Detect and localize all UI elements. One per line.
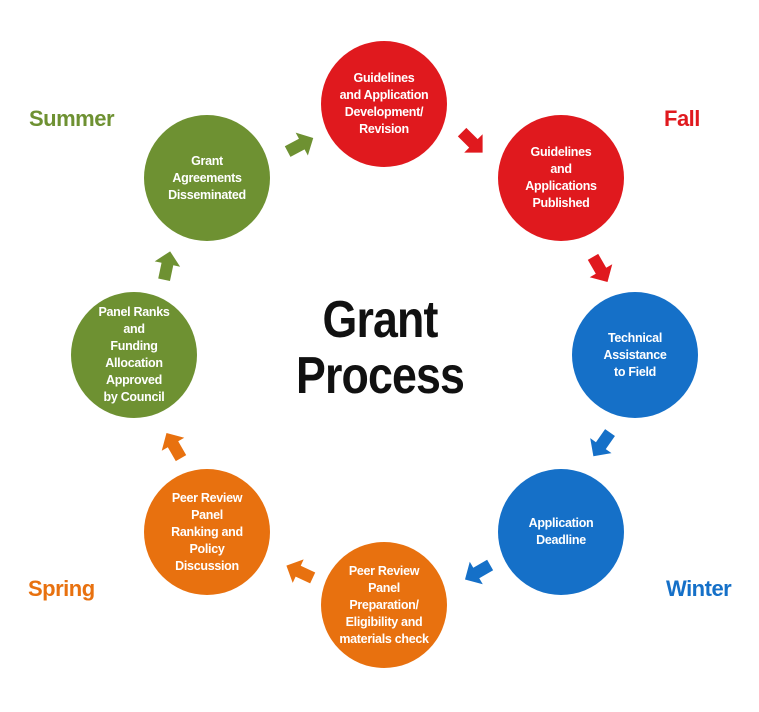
step-4-circle: Application Deadline bbox=[498, 469, 624, 595]
season-label-fall: Fall bbox=[664, 106, 700, 131]
step-8-circle: Grant Agreements Disseminated bbox=[144, 115, 270, 241]
step-7-label: Panel Ranks and Funding Allocation Appro… bbox=[98, 305, 170, 404]
center-title: Grant Process bbox=[273, 292, 488, 404]
season-label-spring: Spring bbox=[28, 576, 95, 601]
arrow-step-6-to-7-icon bbox=[161, 433, 187, 462]
step-2-label: Guidelines and Applications Published bbox=[525, 145, 597, 210]
arrow-step-3-to-4-icon bbox=[590, 429, 615, 457]
arrow-step-5-to-6-icon bbox=[286, 559, 316, 584]
arrow-step-7-to-8-icon bbox=[154, 251, 181, 281]
step-4-label: Application Deadline bbox=[528, 516, 594, 547]
season-label-summer: Summer bbox=[29, 106, 115, 131]
step-1-label: Guidelines and Application Development/ … bbox=[339, 71, 429, 136]
step-3-label: Technical Assistance to Field bbox=[603, 330, 667, 379]
arrow-step-4-to-5-icon bbox=[465, 559, 494, 585]
step-7-circle: Panel Ranks and Funding Allocation Appro… bbox=[71, 292, 197, 418]
step-5-label: Peer Review Panel Preparation/ Eligibili… bbox=[339, 563, 429, 646]
arrow-step-8-to-1-icon bbox=[284, 132, 314, 157]
season-label-winter: Winter bbox=[666, 576, 732, 601]
step-8-label: Grant Agreements Disseminated bbox=[168, 153, 246, 202]
step-6-circle: Peer Review Panel Ranking and Policy Dis… bbox=[144, 469, 270, 595]
step-6-label: Peer Review Panel Ranking and Policy Dis… bbox=[171, 490, 243, 573]
step-5-circle: Peer Review Panel Preparation/ Eligibili… bbox=[321, 542, 447, 668]
arrow-step-1-to-2-icon bbox=[457, 127, 483, 153]
center-title-line-1: Grant bbox=[322, 291, 439, 349]
arrow-step-2-to-3-icon bbox=[587, 253, 613, 282]
step-1-circle: Guidelines and Application Development/ … bbox=[321, 41, 447, 167]
center-title-line-2: Process bbox=[295, 347, 465, 405]
step-2-circle: Guidelines and Applications Published bbox=[498, 115, 624, 241]
step-3-circle: Technical Assistance to Field bbox=[572, 292, 698, 418]
